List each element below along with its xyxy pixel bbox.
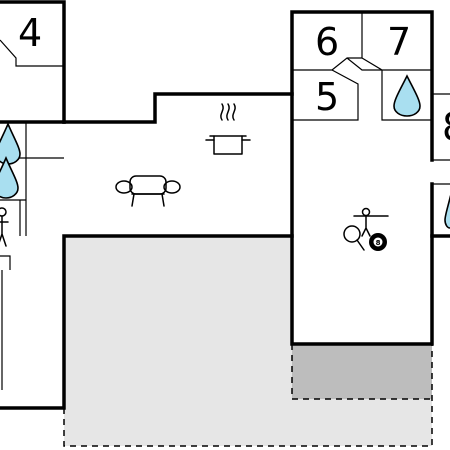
room-8-wall [432,93,450,185]
room-label-6: 6 [315,20,339,64]
room-label-4: 4 [18,11,42,55]
room-5-wall [292,69,359,121]
room-label-8: 8 [442,105,450,149]
left-wing-wall [0,234,294,410]
person-icon [0,207,9,247]
left-bathroom-wall [0,122,64,236]
left-wing [0,0,294,410]
rooms-6-7-wall [292,12,432,71]
living-room-wall [62,92,294,124]
billiard-ball-number: 8 [376,239,381,247]
room-4-inner-wall [0,39,64,67]
terrace-light [64,236,432,446]
water-drop-icon [0,121,21,165]
water-drop-icon [444,195,450,229]
cooking-pot-icon [205,103,251,155]
terrace-dashed-outline [63,344,433,447]
table-tennis-icon [343,207,389,251]
living-room [62,92,294,124]
terrace-area [63,236,433,447]
sofa-icon [115,175,181,207]
water-drop-icon [393,74,421,117]
right-wing [290,10,450,346]
right-bathroom-wall [381,70,432,121]
water-drop-icon [0,155,19,199]
terrace-dark [292,344,432,399]
left-bottom-inner-wall [0,255,11,390]
room-label-5: 5 [315,75,339,119]
billiard-ball-icon: 8 [369,233,387,251]
room-4-wall [0,0,66,124]
room-label-7: 7 [387,20,411,64]
